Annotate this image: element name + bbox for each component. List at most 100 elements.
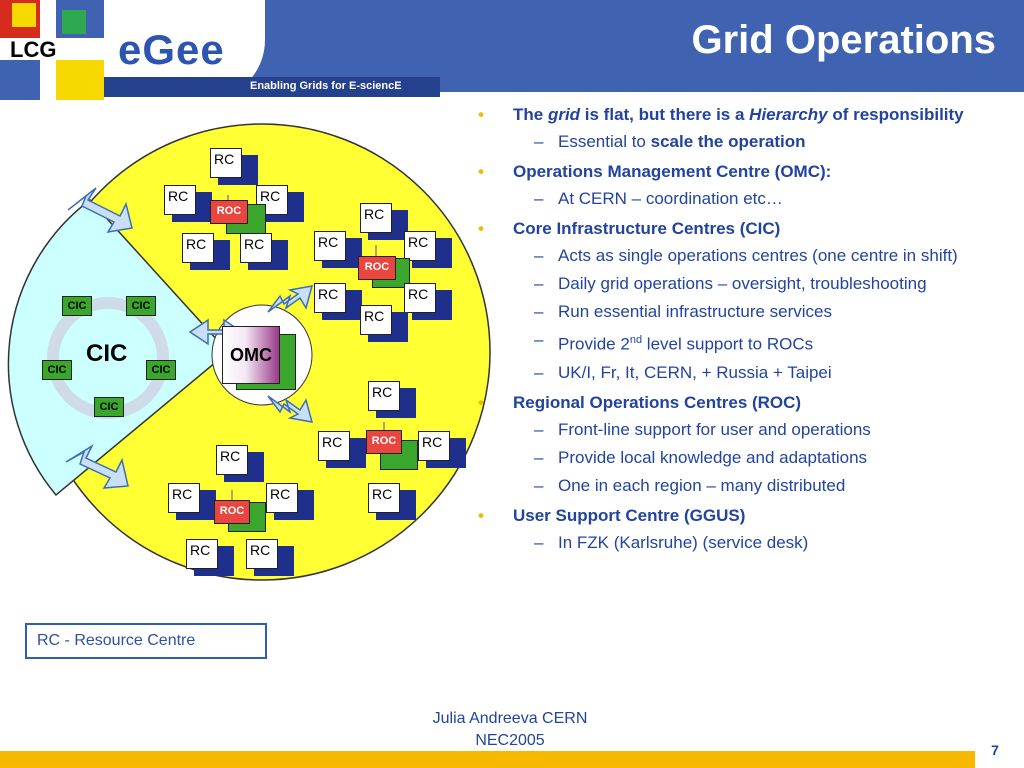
rc-node: RC: [210, 148, 242, 178]
subbullet-text: UK/I, Fr, It, CERN, + Russia + Taipei: [558, 362, 832, 382]
cic-cluster-label: CIC: [86, 340, 128, 367]
cic-node: CIC: [94, 397, 124, 417]
cic-node: CIC: [146, 360, 176, 380]
bullet-text: Regional Operations Centres (ROC): [513, 392, 802, 412]
subbullet: – Provide 2nd level support to ROCs: [478, 328, 1016, 357]
rc-node: RC: [360, 305, 392, 335]
footer-author: Julia Andreeva CERN NEC2005: [400, 708, 620, 752]
subbullet: – Acts as single operations centres (one…: [478, 244, 1016, 268]
author-line: Julia Andreeva CERN: [432, 710, 588, 727]
bullet-dot-icon: •: [478, 505, 484, 525]
bullet-emphasis: Hierarchy: [749, 105, 828, 124]
page-number: 7: [991, 742, 999, 758]
rc-node: RC: [240, 233, 272, 263]
bullet-text: is flat, but there is a: [580, 105, 750, 124]
rc-node: RC: [418, 431, 450, 461]
rc-node: RC: [314, 231, 346, 261]
rc-node: RC: [404, 231, 436, 261]
bullet-text: of responsibility: [827, 105, 964, 124]
roc-node: ROC: [366, 430, 402, 454]
bullet-cic: • Core Infrastructure Centres (CIC): [478, 217, 1016, 240]
dash-icon: –: [534, 419, 544, 439]
subbullet-text: Run essential infrastructure services: [558, 302, 833, 321]
bullet-ggus: • User Support Centre (GGUS): [478, 504, 1016, 527]
subbullet-text: In FZK (Karlsruhe) (service desk): [558, 532, 809, 552]
subbullet-text: level support to ROCs: [642, 334, 814, 354]
rc-node: RC: [186, 539, 218, 569]
roc-node: ROC: [214, 500, 250, 524]
subbullet-text: Daily grid operations – oversight, troub…: [558, 274, 927, 293]
subbullet: – One in each region – many distributed: [478, 474, 1016, 498]
bullet-dot-icon: •: [478, 219, 484, 238]
dash-icon: –: [534, 274, 544, 293]
subbullet: – Front-line support for user and operat…: [478, 418, 1016, 442]
slide-title: Grid Operations: [691, 18, 997, 62]
subbullet: – Essential to scale the operation: [478, 130, 1016, 154]
bullet-grid-hierarchy: • The grid is flat, but there is a Hiera…: [478, 103, 1016, 126]
subbullet: – UK/I, Fr, It, CERN, + Russia + Taipei: [478, 361, 1016, 385]
subbullet-bold: scale the operation: [650, 132, 806, 151]
dash-icon: –: [534, 189, 544, 208]
cic-node: CIC: [62, 296, 92, 316]
subbullet-text: Provide 2: [558, 334, 630, 354]
roc-node: ROC: [358, 256, 396, 280]
dash-icon: –: [534, 447, 544, 467]
dash-icon: –: [534, 362, 544, 382]
rc-node: RC: [266, 483, 298, 513]
subbullet-text: Provide local knowledge and adaptations: [558, 447, 868, 467]
footer-bar: [0, 751, 975, 768]
superscript: nd: [629, 334, 643, 346]
rc-node: RC: [360, 203, 392, 233]
subbullet-text: Front-line support for user and operatio…: [558, 419, 871, 439]
rc-node: RC: [164, 185, 196, 215]
subbullet-text: At CERN – coordination etc…: [558, 189, 783, 208]
bullet-emphasis: grid: [547, 105, 581, 124]
subbullet: – At CERN – coordination etc…: [478, 187, 1016, 211]
legend-box: RC - Resource Centre: [25, 623, 267, 659]
subbullet: – Daily grid operations – oversight, tro…: [478, 272, 1016, 296]
subbullet: – Provide local knowledge and adaptation…: [478, 446, 1016, 470]
lcg-logo: LCG: [0, 0, 104, 100]
rc-node: RC: [182, 233, 214, 263]
rc-node: RC: [368, 483, 400, 513]
cic-sector: [7, 198, 230, 497]
cic-node: CIC: [42, 360, 72, 380]
bullet-text: The: [513, 105, 548, 124]
rc-node: RC: [318, 431, 350, 461]
rc-node: RC: [246, 539, 278, 569]
dash-icon: –: [534, 302, 544, 321]
bullet-text: Core Infrastructure Centres (CIC): [513, 219, 781, 238]
dash-icon: –: [534, 475, 544, 495]
tagline: Enabling Grids for E-sciencE: [250, 80, 402, 92]
subbullet: – Run essential infrastructure services: [478, 300, 1016, 324]
rc-node: RC: [168, 483, 200, 513]
bullet-list: • The grid is flat, but there is a Hiera…: [478, 97, 1016, 555]
egee-logo: eGee: [118, 26, 225, 73]
dash-icon: –: [534, 246, 544, 265]
rc-node: RC: [368, 381, 400, 411]
event-line: NEC2005: [475, 732, 545, 749]
operations-diagram: RC RC RC ROC RC RC RC RC RC ROC RC RC RC…: [0, 100, 500, 620]
lcg-logo-text: LCG: [10, 37, 56, 62]
bullet-dot-icon: •: [478, 392, 484, 412]
omc-node: OMC: [222, 326, 280, 384]
bullet-omc: • Operations Management Centre (OMC):: [478, 160, 1016, 183]
dash-icon: –: [534, 132, 544, 151]
rc-node: RC: [216, 445, 248, 475]
subbullet: – In FZK (Karlsruhe) (service desk): [478, 531, 1016, 555]
bullet-dot-icon: •: [478, 105, 484, 124]
rc-node: RC: [256, 185, 288, 215]
bullet-roc: • Regional Operations Centres (ROC): [478, 391, 1016, 414]
dash-icon: –: [534, 330, 544, 349]
dash-icon: –: [534, 532, 544, 552]
cic-node: CIC: [126, 296, 156, 316]
slide-header: LCG eGee Enabling Grids for E-sciencE Gr…: [0, 0, 1024, 100]
rc-node: RC: [404, 283, 436, 313]
bullet-dot-icon: •: [478, 162, 484, 181]
subbullet-text: Essential to: [558, 132, 651, 151]
rc-node: RC: [314, 283, 346, 313]
subbullet-text: One in each region – many distributed: [558, 475, 846, 495]
bullet-text: Operations Management Centre (OMC):: [513, 162, 832, 181]
bullet-text: User Support Centre (GGUS): [513, 505, 746, 525]
tagline-bar: [0, 77, 440, 97]
